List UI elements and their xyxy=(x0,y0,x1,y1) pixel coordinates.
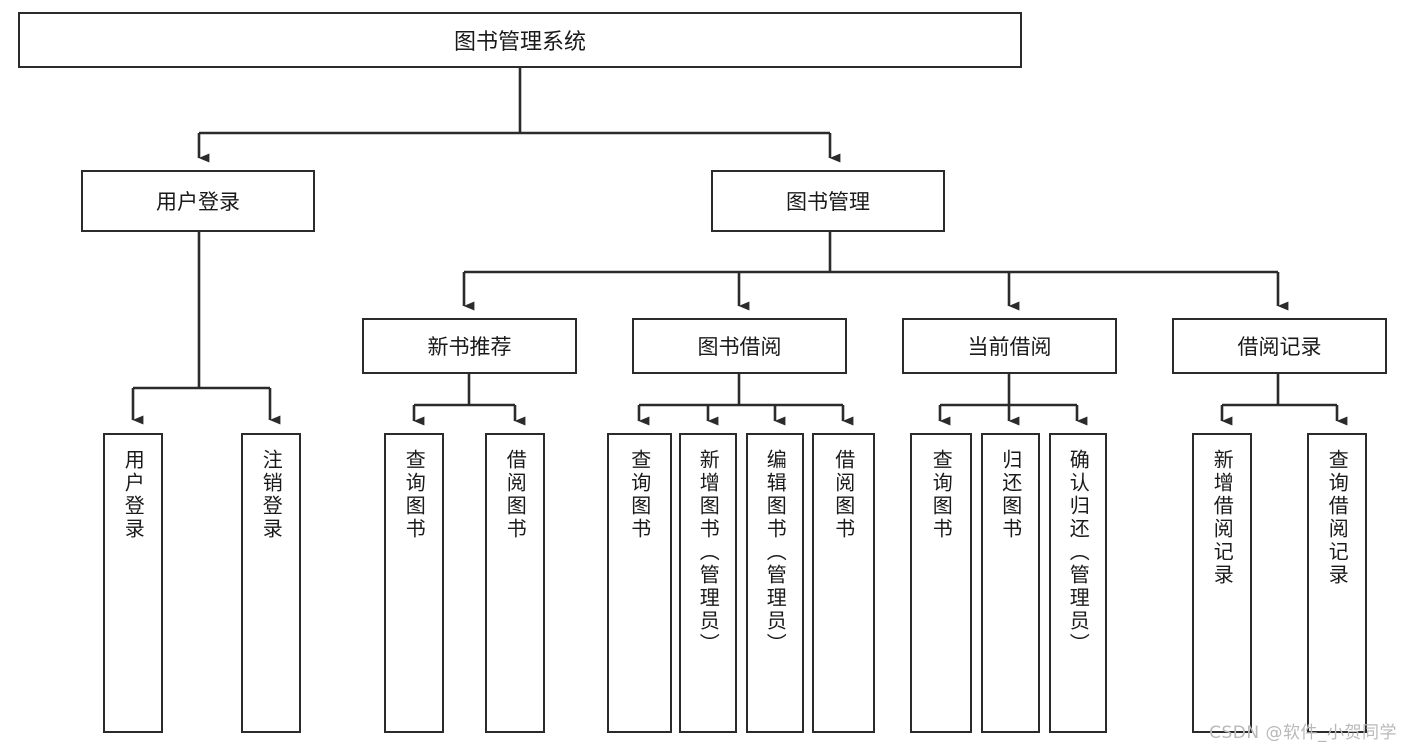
node-root-system[interactable]: 图书管理系统 xyxy=(18,12,1022,68)
node-label: 用户登录 xyxy=(156,190,240,214)
node-label: 查询图书 xyxy=(627,449,652,541)
leaf-record-add-borrow-record[interactable]: 新增借阅记录 xyxy=(1192,433,1252,733)
node-label: 借阅图书 xyxy=(831,449,856,541)
node-book-management[interactable]: 图书管理 xyxy=(711,170,945,232)
node-current-borrow[interactable]: 当前借阅 xyxy=(902,318,1117,374)
node-label: 归还图书 xyxy=(998,449,1023,541)
node-label: 查询借阅记录 xyxy=(1325,449,1350,587)
node-new-book-recommend[interactable]: 新书推荐 xyxy=(362,318,577,374)
leaf-recommend-query-book[interactable]: 查询图书 xyxy=(384,433,444,733)
node-label: 图书管理 xyxy=(786,190,870,214)
node-user-login[interactable]: 用户登录 xyxy=(81,170,315,232)
node-label: 查询图书 xyxy=(929,449,954,541)
leaf-current-query-book[interactable]: 查询图书 xyxy=(910,433,972,733)
node-label: 注销登录 xyxy=(259,449,284,541)
leaf-user-logout[interactable]: 注销登录 xyxy=(241,433,301,733)
node-label: 当前借阅 xyxy=(967,335,1052,359)
leaf-borrow-edit-book-admin[interactable]: 编辑图书（管理员） xyxy=(746,433,804,733)
node-label: 编辑图书（管理员） xyxy=(763,449,788,656)
leaf-current-return-book[interactable]: 归还图书 xyxy=(981,433,1040,733)
node-book-borrow[interactable]: 图书借阅 xyxy=(632,318,847,374)
node-borrow-record[interactable]: 借阅记录 xyxy=(1172,318,1387,374)
node-label: 新增图书（管理员） xyxy=(696,449,721,656)
node-label: 借阅图书 xyxy=(503,449,528,541)
node-label: 用户登录 xyxy=(121,449,146,541)
leaf-recommend-borrow-book[interactable]: 借阅图书 xyxy=(485,433,545,733)
leaf-borrow-borrow-book[interactable]: 借阅图书 xyxy=(812,433,875,733)
node-label: 借阅记录 xyxy=(1237,335,1322,359)
leaf-record-query-borrow-record[interactable]: 查询借阅记录 xyxy=(1307,433,1367,733)
node-label: 图书借阅 xyxy=(697,335,782,359)
leaf-user-login[interactable]: 用户登录 xyxy=(103,433,163,733)
node-label: 新书推荐 xyxy=(427,335,512,359)
leaf-borrow-add-book-admin[interactable]: 新增图书（管理员） xyxy=(679,433,737,733)
node-label: 图书管理系统 xyxy=(453,30,586,55)
node-label: 新增借阅记录 xyxy=(1210,449,1235,587)
node-label: 查询图书 xyxy=(402,449,427,541)
leaf-current-confirm-return-admin[interactable]: 确认归还（管理员） xyxy=(1049,433,1107,733)
csdn-watermark: CSDN @软件_小贺同学 xyxy=(1209,723,1397,743)
node-label: 确认归还（管理员） xyxy=(1066,449,1091,656)
leaf-borrow-query-book[interactable]: 查询图书 xyxy=(607,433,672,733)
